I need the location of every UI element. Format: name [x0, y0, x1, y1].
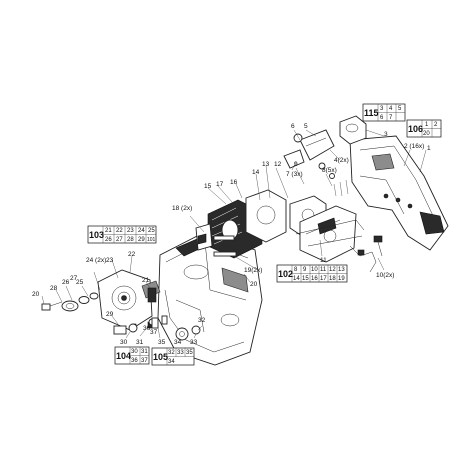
svg-text:14: 14: [293, 276, 300, 282]
svg-text:23: 23: [127, 228, 134, 234]
svg-text:9: 9: [303, 267, 307, 273]
callout-32: 32: [198, 317, 206, 324]
callout-2: 2 (16x): [404, 143, 424, 150]
svg-text:19: 19: [338, 276, 345, 282]
kit-box-102: 102 8 9 10 11 12 13 14 15 16 17 18 19: [276, 264, 348, 283]
callout-36: 36: [143, 325, 151, 332]
svg-text:35: 35: [186, 350, 193, 356]
callout-33: 33: [190, 339, 198, 346]
kit-box-103: 103 21 22 23 24 25 26 27 28 29 101: [87, 225, 157, 244]
callout-25: 25: [76, 279, 84, 286]
svg-text:101: 101: [147, 237, 156, 243]
svg-text:4: 4: [389, 106, 393, 112]
callout-28: 28: [50, 285, 58, 292]
callout-18: 18 (2x): [172, 205, 192, 212]
callout-labels: 1 2 (16x) 3 4(2x) 5 6 7 (3x) 8(5x) 9 10(…: [32, 123, 431, 346]
svg-text:5: 5: [398, 106, 402, 112]
callout-4: 4(2x): [334, 157, 349, 164]
cable-rod: [295, 219, 365, 247]
svg-text:20: 20: [423, 131, 430, 137]
svg-text:34: 34: [168, 359, 175, 365]
callout-10: 10(2x): [376, 272, 394, 279]
callout-37: 37: [150, 329, 158, 336]
mounting-plate: [299, 205, 357, 263]
wiring-harness: [349, 235, 383, 273]
svg-text:7: 7: [389, 115, 393, 121]
svg-text:32: 32: [168, 350, 175, 356]
kit-box-115: 115 3 4 5 6 7: [362, 103, 406, 122]
callout-31: 31: [136, 339, 144, 346]
callout-7: 7 (3x): [286, 171, 303, 178]
svg-text:11: 11: [320, 267, 327, 273]
leader-lines: [41, 129, 427, 341]
kit-box-104: 104 30 31 36 37: [114, 346, 150, 365]
kit-box-106: 106 1 2 20: [406, 119, 442, 138]
fastener-parts-left: [41, 292, 156, 335]
svg-text:22: 22: [116, 228, 123, 234]
svg-text:103: 103: [89, 230, 104, 240]
svg-text:27: 27: [116, 237, 123, 243]
callout-29: 29: [106, 311, 114, 318]
callout-9: 9: [294, 161, 298, 168]
rear-handle-frame: [349, 135, 449, 251]
cylinder-assembly: [195, 189, 327, 259]
callout-16: 16: [230, 179, 238, 186]
svg-text:17: 17: [320, 276, 327, 282]
callout-21: 21: [142, 277, 150, 284]
callout-26: 26: [62, 279, 70, 286]
svg-text:13: 13: [338, 267, 345, 273]
svg-text:1: 1: [425, 122, 429, 128]
svg-text:115: 115: [364, 108, 379, 118]
svg-text:105: 105: [153, 352, 168, 362]
callout-17: 17: [216, 181, 224, 188]
callout-24: 24 (2x): [86, 257, 106, 264]
callout-27: 27: [70, 275, 78, 282]
callout-11: 11: [320, 257, 327, 264]
svg-text:10: 10: [311, 267, 318, 273]
svg-text:16: 16: [311, 276, 318, 282]
svg-text:33: 33: [177, 350, 184, 356]
side-cover-assembly: [97, 269, 161, 331]
callout-8: 8(5x): [322, 167, 337, 174]
callout-6: 6: [291, 123, 295, 130]
callout-22: 22: [128, 251, 136, 258]
svg-text:25: 25: [148, 228, 155, 234]
svg-text:2: 2: [434, 122, 438, 128]
kit-box-105: 105 32 33 35 34: [151, 347, 195, 366]
top-component-parts: [283, 115, 367, 197]
svg-text:102: 102: [278, 269, 293, 279]
svg-text:31: 31: [141, 349, 148, 355]
svg-text:18: 18: [329, 276, 336, 282]
callout-3: 3: [384, 131, 388, 138]
svg-text:15: 15: [302, 276, 309, 282]
callout-13: 13: [262, 161, 270, 168]
callout-20-right: 20: [250, 281, 258, 288]
svg-text:28: 28: [127, 237, 134, 243]
svg-text:8: 8: [294, 267, 298, 273]
callout-12: 12: [274, 161, 282, 168]
svg-text:37: 37: [141, 358, 148, 364]
svg-text:26: 26: [105, 237, 112, 243]
callout-14: 14: [252, 169, 260, 176]
svg-text:30: 30: [131, 349, 138, 355]
callout-5: 5: [304, 123, 308, 130]
svg-text:12: 12: [329, 267, 336, 273]
svg-text:104: 104: [116, 351, 131, 361]
callout-20-left: 20: [32, 291, 40, 298]
svg-text:29: 29: [138, 237, 145, 243]
callout-1: 1: [427, 145, 431, 152]
callout-30: 30: [120, 339, 128, 346]
callout-23: 23: [106, 257, 114, 264]
svg-text:6: 6: [380, 115, 384, 121]
callout-35: 35: [158, 339, 166, 346]
callout-15: 15: [204, 183, 212, 190]
svg-text:24: 24: [138, 228, 145, 234]
svg-text:36: 36: [131, 358, 138, 364]
svg-text:3: 3: [380, 106, 384, 112]
callout-34: 34: [174, 339, 182, 346]
svg-text:21: 21: [105, 228, 112, 234]
callout-19: 19(2x): [244, 267, 262, 274]
svg-text:106: 106: [408, 124, 423, 134]
